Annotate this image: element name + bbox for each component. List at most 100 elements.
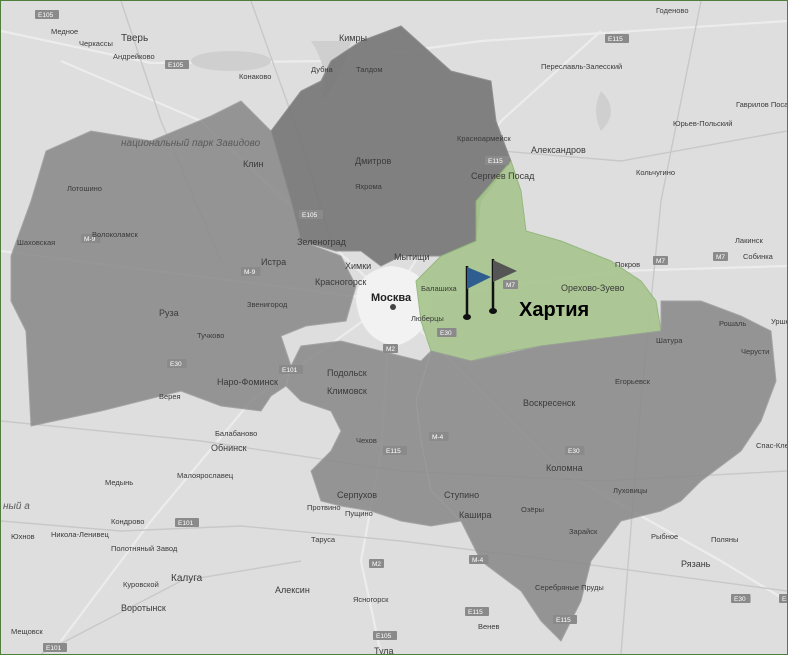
svg-text:E30: E30: [568, 448, 580, 455]
city-label: Клин: [243, 159, 264, 169]
city-label: Шатура: [656, 336, 683, 345]
city-label: Красноармейск: [457, 134, 511, 143]
city-label: Руза: [159, 308, 179, 318]
svg-text:E101: E101: [46, 645, 62, 652]
svg-text:E115: E115: [608, 36, 623, 43]
flag-base-2: [489, 308, 497, 314]
company-flags[interactable]: [463, 259, 517, 320]
city-label: Ступино: [444, 490, 479, 500]
road-shield: E115: [605, 34, 629, 43]
svg-text:M2: M2: [372, 561, 381, 568]
city-label: Малоярославец: [177, 471, 234, 480]
city-label: Мытищи: [394, 252, 430, 262]
svg-text:E30: E30: [734, 596, 746, 603]
city-label: Климовск: [327, 386, 367, 396]
city-label: Покров: [615, 260, 640, 269]
south-east-region[interactable]: [415, 300, 777, 642]
city-label: Кольчугино: [636, 168, 675, 177]
city-label: Урше: [771, 317, 787, 326]
west-region[interactable]: [10, 100, 357, 427]
city-label: Тула: [374, 646, 394, 654]
city-label: Полотняный Завод: [111, 544, 178, 553]
svg-text:E101: E101: [178, 520, 194, 527]
city-label: Сергиев Посад: [471, 171, 535, 181]
city-label: Луховицы: [613, 486, 647, 495]
city-label: Дмитров: [355, 156, 391, 166]
svg-text:M7: M7: [716, 254, 725, 261]
city-label: Кондрово: [111, 517, 144, 526]
city-label: Коломна: [546, 463, 583, 473]
road-shield-group: E105E105E115E115E105M-9M-9M7M7M7E30E30E1…: [35, 10, 787, 652]
svg-text:M7: M7: [656, 258, 665, 265]
city-label: Поляны: [711, 535, 738, 544]
svg-text:E105: E105: [302, 212, 318, 219]
city-label: Годеново: [656, 6, 689, 15]
city-label: Пущино: [345, 509, 373, 518]
moscow-marker: [390, 304, 396, 310]
city-label: Зеленоград: [297, 237, 347, 247]
south-region[interactable]: [285, 340, 463, 527]
city-label: Никола-Ленивец: [51, 530, 110, 539]
svg-text:E30: E30: [782, 596, 787, 603]
city-label: Балашиха: [421, 284, 458, 293]
city-label: Воротынск: [121, 603, 166, 613]
svg-text:E105: E105: [376, 633, 392, 640]
road-shield: E30: [437, 328, 457, 337]
city-label: Люберцы: [411, 314, 444, 323]
city-label: Александров: [531, 145, 586, 155]
city-label: Воскресенск: [523, 398, 575, 408]
city-label: Гаврилов Посад: [736, 100, 787, 109]
city-label: Волоколамск: [92, 230, 138, 239]
road-shield: E115: [485, 156, 509, 165]
city-label: Верея: [159, 392, 181, 401]
blue-flag-icon[interactable]: [467, 267, 491, 289]
gray-flag-icon[interactable]: [493, 260, 517, 282]
svg-text:E115: E115: [556, 617, 571, 624]
city-label: Орехово-Зуево: [561, 283, 624, 293]
city-label: Спас-Клепики: [756, 441, 787, 450]
svg-text:M-9: M-9: [84, 236, 96, 243]
city-label: Подольск: [327, 368, 367, 378]
city-label: Балабаново: [215, 429, 257, 438]
road-shield: E30: [731, 594, 751, 603]
road-shield: E30: [779, 594, 787, 603]
road-shield: M2: [383, 344, 398, 353]
city-label: ный а: [3, 501, 30, 512]
city-label: национальный парк Завидово: [121, 138, 261, 149]
city-label: Москва: [371, 292, 412, 304]
svg-text:M7: M7: [506, 282, 515, 289]
city-label: Лакинск: [735, 236, 763, 245]
city-label: Рыбное: [651, 532, 678, 541]
city-label: Рошаль: [719, 319, 746, 328]
road-shield: E101: [43, 643, 67, 652]
road-shield: M7: [653, 256, 668, 265]
city-label: Наро-Фоминск: [217, 377, 278, 387]
city-label: Красногорск: [315, 277, 366, 287]
city-label: Лотошино: [67, 184, 102, 193]
road-shield: M-4: [469, 555, 489, 564]
city-label: Юхнов: [11, 532, 35, 541]
city-label: Куровской: [123, 580, 159, 589]
city-label: Мещовск: [11, 627, 43, 636]
city-label: Истра: [261, 257, 286, 267]
road-shield: M7: [503, 280, 518, 289]
company-label: Хартия: [519, 299, 590, 321]
road-shield: M-9: [81, 234, 101, 243]
road-shield: E115: [553, 615, 577, 624]
road-shield: E105: [165, 60, 189, 69]
road-shield: E101: [175, 518, 199, 527]
city-label: Алексин: [275, 585, 310, 595]
city-label: Кимры: [339, 33, 367, 43]
road-shield: E105: [35, 10, 59, 19]
city-label: Протвино: [307, 503, 341, 512]
svg-text:M2: M2: [386, 346, 395, 353]
city-label: Андрейково: [113, 52, 155, 61]
city-label: Озёры: [521, 505, 544, 514]
svg-text:E30: E30: [170, 361, 182, 368]
city-label: Яхрома: [355, 182, 383, 191]
city-label: Конаково: [239, 72, 271, 81]
city-label: Чехов: [356, 436, 377, 445]
